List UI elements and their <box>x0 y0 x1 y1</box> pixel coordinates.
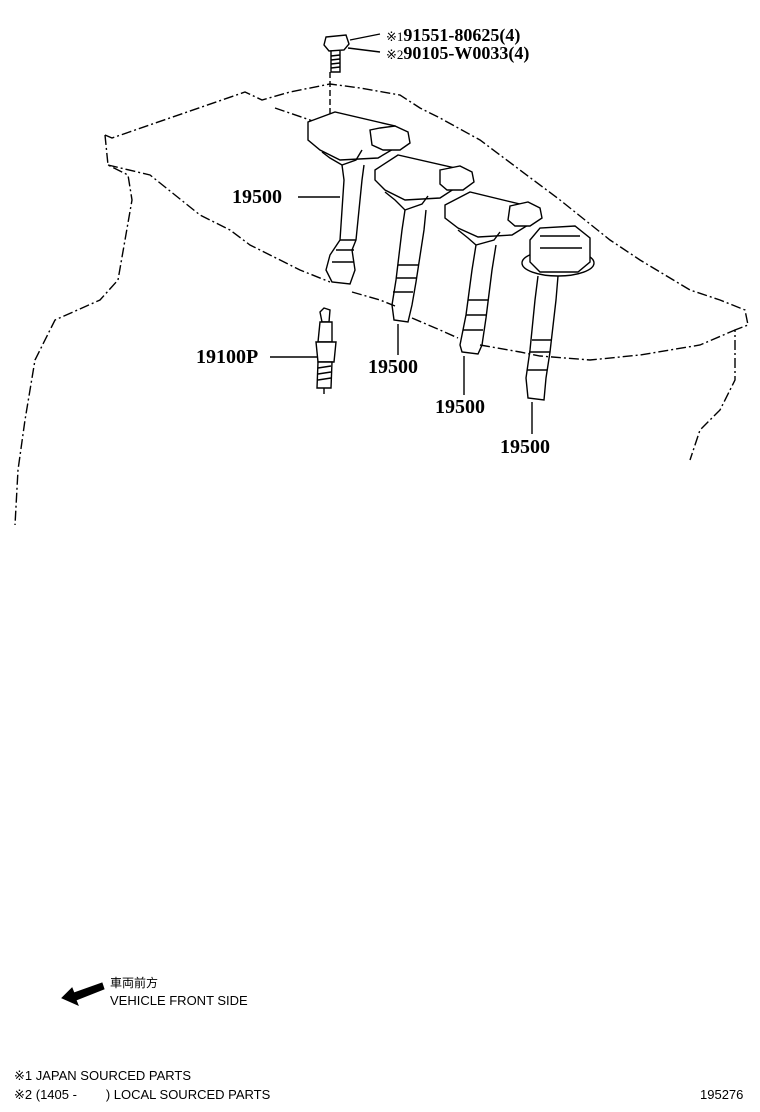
spark-plug-part-number: 19100P <box>196 346 259 368</box>
bolt-japan-part-number: 91551-80625(4) <box>403 25 521 45</box>
bolt-japan-callout: ※191551-80625(4) <box>386 25 520 47</box>
ignition-coil-1 <box>307 111 411 285</box>
ignition-coil-2 <box>374 154 475 323</box>
engine-head-outline <box>104 83 749 461</box>
local-sourced-note: ※2 (1405 - ) LOCAL SOURCED PARTS <box>14 1087 271 1102</box>
japan-mark: ※1 <box>386 29 404 44</box>
arrow-left-icon <box>61 982 105 1006</box>
bolt <box>323 34 350 73</box>
diagram-number: 195276 <box>700 1087 744 1102</box>
coil-1-part-number: 19500 <box>232 186 282 208</box>
coil-4-part-number: 19500 <box>500 436 550 458</box>
coil-3-part-number: 19500 <box>435 396 485 418</box>
spark-plug <box>315 307 337 394</box>
ignition-coil-3 <box>444 191 543 355</box>
vehicle-front-label: VEHICLE FRONT SIDE <box>110 993 248 1008</box>
vehicle-front-japanese: 車両前方 <box>110 976 159 990</box>
ignition-coil-4 <box>521 225 595 401</box>
local-mark: ※2 <box>386 47 404 62</box>
japan-sourced-note: ※1 JAPAN SOURCED PARTS <box>14 1068 192 1083</box>
bolt-local-callout: ※290105-W0033(4) <box>386 43 529 65</box>
bolt-local-part-number: 90105-W0033(4) <box>403 43 530 63</box>
coil-2-part-number: 19500 <box>368 356 418 378</box>
